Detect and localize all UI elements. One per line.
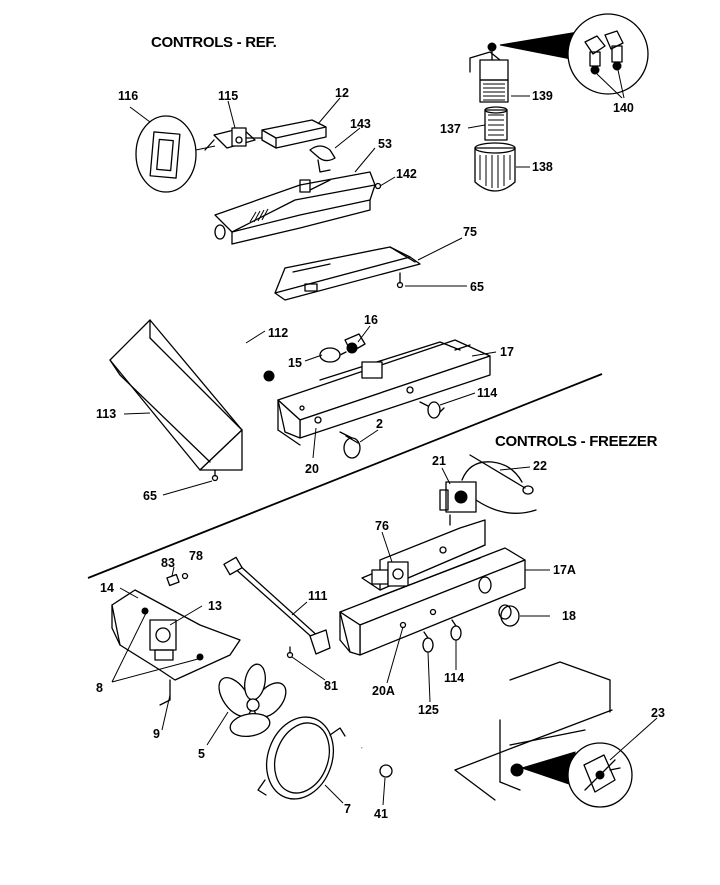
part-125-knob [422,631,434,653]
part-5-fan-blade [218,663,287,738]
label-113: 113 [96,407,116,421]
part-12-capillary-bracket [261,119,327,149]
part-140-fittings-detail [499,13,649,99]
part-142-screw [374,176,396,190]
part-17a-freezer-panel [339,547,526,656]
part-138-cap [474,142,516,192]
label-13: 13 [208,599,222,613]
part-2-knob [339,431,361,459]
part-143-clip [309,145,336,173]
label-14: 14 [100,581,114,595]
part-113-channel [109,319,243,471]
part-13-fan-motor [149,619,177,661]
label-75: 75 [463,225,477,239]
label-125: 125 [418,703,439,717]
part-21-thermostat [439,481,477,526]
label-65-mid: 65 [143,489,157,503]
label-139: 139 [532,89,553,103]
label-114-top: 114 [477,386,497,400]
label-21: 21 [432,454,446,468]
part-76-bracket [361,519,486,591]
label-137: 137 [440,122,461,136]
part-116-gasket [135,115,216,193]
part-number-labels: 116 115 12 143 53 142 139 137 138 140 75… [96,86,665,821]
part-139-valve-top [469,42,509,103]
label-16: 16 [364,313,378,327]
label-143: 143 [350,117,371,131]
label-17a: 17A [553,563,576,577]
label-15: 15 [288,356,302,370]
part-16-bulb-socket [344,333,366,354]
label-65-top: 65 [470,280,484,294]
part-17-control-panel [277,339,491,446]
part-81-screw [286,646,294,659]
label-138: 138 [532,160,553,174]
label-23: 23 [651,706,665,720]
part-18-knob [498,604,520,627]
label-81: 81 [324,679,338,693]
label-5: 5 [198,747,205,761]
label-7: 7 [344,802,351,816]
label-112: 112 [268,326,288,340]
part-114-knob-bottom [450,619,462,641]
label-22: 22 [533,459,547,473]
label-20a: 20A [372,684,395,698]
label-83: 83 [161,556,175,570]
part-65-screw-mid [211,469,219,482]
title-controls-ref: CONTROLS - REF. [151,34,277,51]
label-2: 2 [376,417,383,431]
label-53: 53 [378,137,392,151]
label-78: 78 [189,549,203,563]
label-17: 17 [500,345,514,359]
part-115-thermostat [204,127,263,151]
part-65-screw-top [396,272,404,289]
label-115: 115 [218,89,238,103]
part-22-capillary [461,454,537,514]
section-divider [87,373,603,579]
part-114-knob-top [419,401,445,419]
part-83-78-clips [166,572,189,587]
label-111: 111 [308,589,328,603]
part-7-shroud [257,716,346,800]
label-18: 18 [562,609,576,623]
label-41: 41 [374,807,388,821]
part-23-detail [454,661,633,808]
part-112-rod [210,316,275,382]
label-9: 9 [153,727,160,741]
label-140: 140 [613,101,634,115]
label-114-bottom: 114 [444,671,464,685]
label-142: 142 [396,167,417,181]
part-137-filter [484,106,508,141]
label-8: 8 [96,681,103,695]
label-116: 116 [118,89,138,103]
leader-lines [111,95,658,806]
part-41-screw [361,747,393,778]
title-controls-freezer: CONTROLS - FREEZER [495,433,658,450]
label-76: 76 [375,519,389,533]
part-53-housing [214,171,376,245]
label-12: 12 [335,86,349,100]
label-20: 20 [305,462,319,476]
part-75-plate [274,246,421,301]
part-15-bulb [319,347,347,363]
part-111-probe [223,556,331,655]
